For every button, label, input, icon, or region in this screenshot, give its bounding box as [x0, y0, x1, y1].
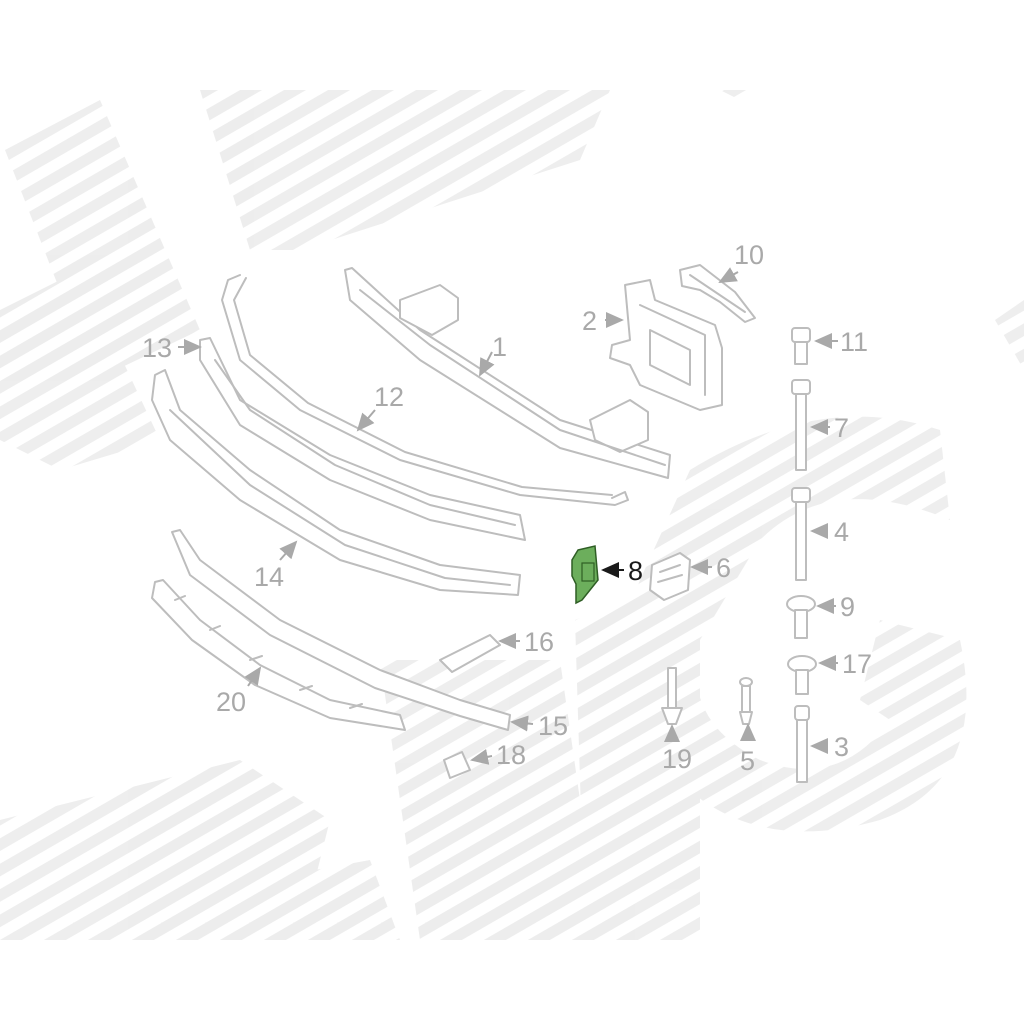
part-7-bolt — [791, 379, 811, 471]
part-1-reinforcement-beam — [344, 267, 671, 479]
part-20-lower-grille — [151, 579, 406, 731]
leader-lines — [178, 267, 838, 765]
callout-20: 20 — [216, 687, 246, 717]
callout-15: 15 — [538, 711, 568, 741]
callout-2: 2 — [582, 306, 597, 336]
part-6-clip — [649, 552, 691, 601]
callout-7: 7 — [834, 413, 849, 443]
callout-5: 5 — [740, 746, 755, 776]
part-9-screw — [786, 595, 816, 639]
callout-14: 14 — [254, 562, 284, 592]
part-17-screw — [787, 655, 817, 695]
callout-3: 3 — [834, 732, 849, 762]
callout-4: 4 — [834, 517, 849, 547]
part-10-small-bracket — [679, 264, 756, 323]
parts-drawings — [151, 264, 817, 783]
callout-1: 1 — [492, 332, 507, 362]
callout-12: 12 — [374, 382, 404, 412]
part-4-bolt — [791, 487, 811, 581]
watermark — [0, 90, 1024, 940]
callout-10: 10 — [734, 240, 764, 270]
part-18-small-clip — [443, 751, 471, 779]
part-2-bracket — [609, 279, 723, 411]
callout-19: 19 — [662, 744, 692, 774]
part-3-bolt — [794, 705, 810, 783]
callout-13: 13 — [142, 333, 172, 363]
callout-9: 9 — [840, 592, 855, 622]
part-19-rivet — [661, 667, 683, 725]
callout-11: 11 — [840, 327, 868, 357]
callouts: 1 2 3 4 5 6 7 8 9 10 11 12 13 14 15 16 1… — [142, 240, 872, 776]
callout-8-highlighted[interactable]: 8 — [628, 556, 643, 586]
part-12-thin-rail — [221, 274, 629, 506]
callout-16: 16 — [524, 627, 554, 657]
callout-6: 6 — [716, 553, 731, 583]
part-5-pin — [739, 677, 753, 725]
callout-17: 17 — [842, 649, 872, 679]
part-14-lower-absorber — [151, 369, 521, 596]
part-15-lower-strip — [171, 529, 511, 731]
highlight-shape[interactable] — [571, 545, 599, 605]
part-11-bolt — [791, 327, 811, 365]
part-8-highlighted-bracket[interactable] — [571, 545, 599, 605]
callout-18: 18 — [496, 740, 526, 770]
part-13-upper-absorber — [199, 337, 526, 541]
